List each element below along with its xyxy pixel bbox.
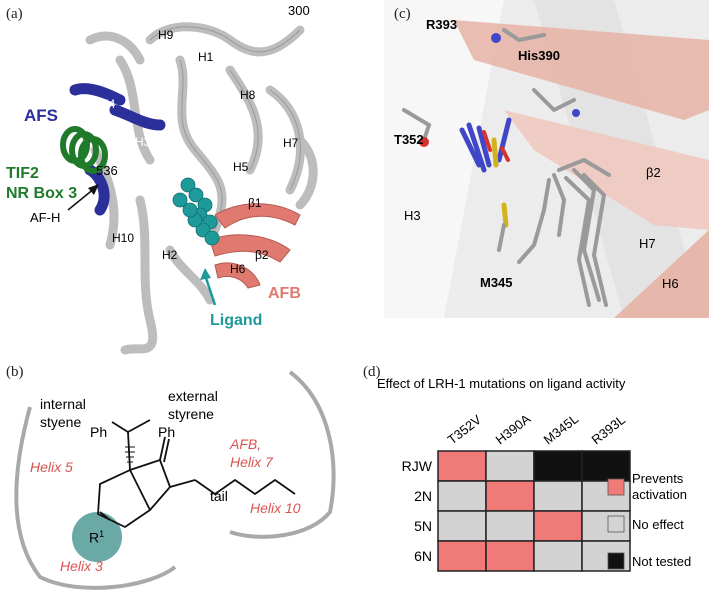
panel-b-label: (b): [6, 364, 24, 380]
legend-label: No effect: [632, 517, 684, 532]
panel-c-label: (c): [394, 6, 411, 22]
pocket-h7-label: H7: [639, 236, 656, 251]
residue-r393-label: R393: [426, 17, 458, 32]
helix-h3-label: H3: [135, 135, 151, 149]
afh-label: AF-H: [30, 210, 61, 225]
beta2-label: β2: [255, 248, 269, 262]
r1-label: R1: [89, 529, 104, 546]
heatmap-cell: [533, 510, 583, 542]
tail-label: tail: [210, 488, 228, 504]
internal-styene-label: styene: [40, 414, 82, 430]
panel-b: (b) internal styene external styrene Ph …: [0, 362, 355, 592]
heatmap-cell: [533, 450, 583, 482]
helix-h2-label: H2: [162, 248, 178, 262]
legend-swatch: [607, 478, 625, 496]
heatmap-column-label: R393L: [589, 412, 628, 447]
heatmap-cell: [485, 510, 535, 542]
heatmap-column-label: T352V: [445, 412, 485, 448]
heatmap-row-label: RJW: [402, 458, 433, 474]
binding-pocket-illustration: [384, 0, 709, 318]
helix-h10-label: H10: [112, 231, 135, 245]
heatmap-row-label: 6N: [414, 548, 432, 564]
tif2-label: TIF2: [6, 165, 39, 182]
residue-300-label: 300: [288, 3, 310, 18]
heatmap-cell: [437, 450, 487, 482]
heatmap-row-label: 2N: [414, 488, 432, 504]
pocket-h3-label: H3: [404, 208, 421, 223]
helix-5-label: Helix 5: [30, 459, 73, 475]
helix-h7-label: H7: [283, 136, 299, 150]
residue-536-label: 536: [96, 163, 118, 178]
afb-helix7-label-line1: AFB,: [230, 436, 262, 452]
helix-h9-label: H9: [158, 28, 174, 42]
legend-label: activation: [632, 487, 687, 502]
panel-a-label: (a): [6, 6, 23, 22]
heatmap-column-label: M345L: [541, 411, 582, 447]
r1-text: R: [89, 529, 100, 546]
residue-his390-label: His390: [518, 48, 560, 63]
heatmap-cell: [485, 450, 535, 482]
panel-a: (a) 300 H9 H1 H8 H4 H3 H7 H5 H10 H2 H6 β…: [0, 0, 355, 360]
heatmap-cell: [533, 540, 583, 572]
panel-d-label: (d): [363, 364, 381, 380]
heatmap-cell: [581, 450, 631, 482]
helix-h4-label: H4: [100, 97, 116, 111]
panel-d: (d) Effect of LRH-1 mutations on ligand …: [355, 362, 709, 592]
helix-3-label: Helix 3: [60, 558, 103, 574]
heatmap-row-label: 5N: [414, 518, 432, 534]
helix-h8-label: H8: [240, 88, 256, 102]
legend-label: Prevents: [632, 471, 684, 486]
legend-swatch: [607, 552, 625, 570]
helix-h1-label: H1: [198, 50, 214, 64]
pocket-beta2-label: β2: [646, 165, 661, 180]
afs-label: AFS: [24, 106, 58, 125]
heatmap-cell: [437, 540, 487, 572]
r1-superscript: 1: [99, 529, 105, 539]
phenyl-label-1: Ph: [90, 424, 108, 440]
pocket-h6-label: H6: [662, 276, 679, 291]
nr-box-3-label: NR Box 3: [6, 185, 78, 202]
heatmap-cell: [437, 480, 487, 512]
phenyl-label-2: Ph: [158, 424, 176, 440]
heatmap-cell: [533, 480, 583, 512]
heatmap-column-label: H390A: [493, 411, 534, 447]
residue-m345-label: M345: [480, 275, 513, 290]
heatmap-title: Effect of LRH-1 mutations on ligand acti…: [377, 376, 626, 391]
helix-10-label: Helix 10: [250, 500, 301, 516]
afb-helix7-label-line2: Helix 7: [230, 454, 273, 470]
heatmap-cell: [485, 480, 535, 512]
protein-structure-illustration: [60, 22, 318, 355]
panel-c: (c) R393 His390 T352 M345 H3 H7 H6 β2: [384, 0, 709, 318]
heatmap-cell: [485, 540, 535, 572]
helix-h5-label: H5: [233, 160, 249, 174]
residue-t352-label: T352: [394, 132, 424, 147]
ligand-scaffold-diagram: [14, 370, 336, 590]
helix-h6-label: H6: [230, 262, 246, 276]
afb-label: AFB: [268, 285, 301, 302]
external-styrene-label: styrene: [168, 406, 214, 422]
legend-swatch: [607, 515, 625, 533]
ligand-label: Ligand: [210, 312, 263, 329]
beta1-label: β1: [248, 196, 262, 210]
internal-label: internal: [40, 396, 86, 412]
external-label: external: [168, 388, 218, 404]
legend-label: Not tested: [632, 554, 691, 569]
heatmap-cell: [437, 510, 487, 542]
